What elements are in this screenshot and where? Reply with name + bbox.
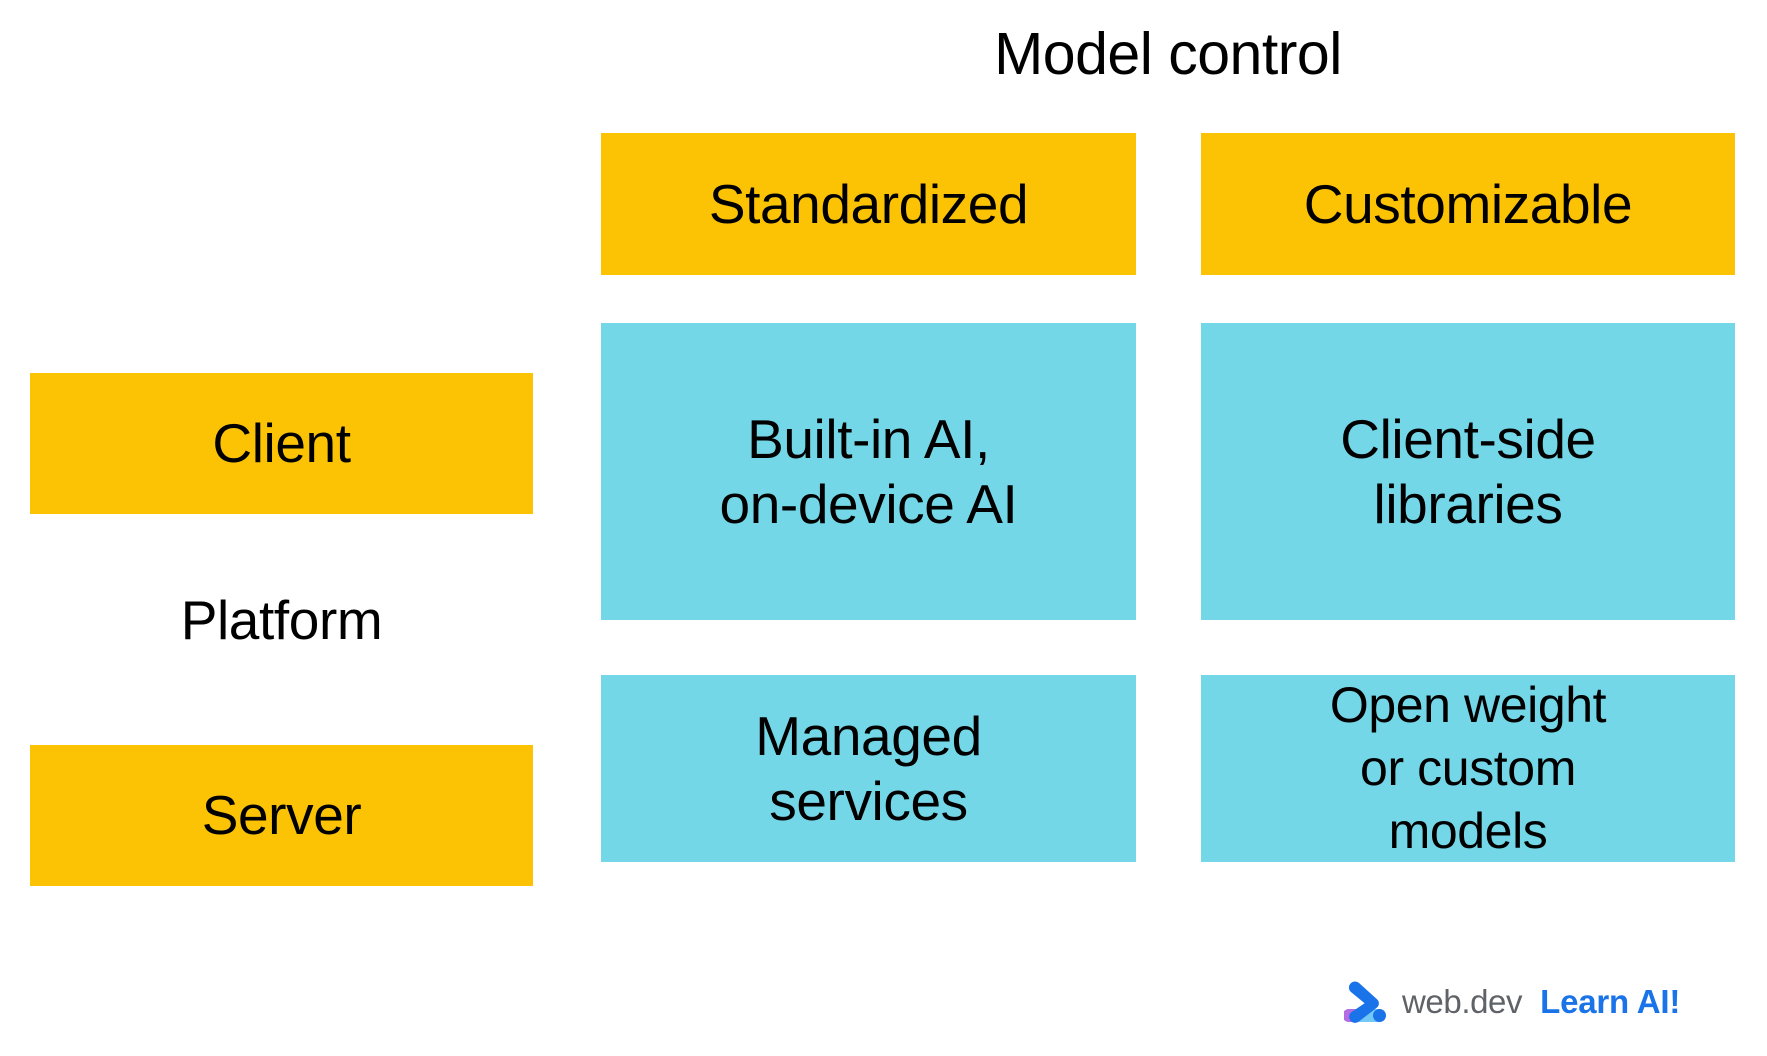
cell-text: Built-in AI,on-device AI [719,407,1018,535]
column-header-label: Standardized [708,172,1029,235]
brand-name: web.dev [1402,983,1523,1020]
webdev-logo-icon [1344,981,1386,1023]
axis-label-platform: Platform [180,589,383,651]
row-header-label: Client [212,412,351,475]
row-header-client: Client [30,373,533,514]
row-header-label: Server [201,784,362,847]
footer-branding[interactable]: web.dev Learn AI! [1344,978,1680,1026]
row-header-server: Server [30,745,533,886]
column-header-label: Customizable [1303,172,1633,235]
column-header-standardized: Standardized [601,133,1136,275]
brand-tagline: Learn AI! [1540,983,1681,1020]
cell-client-standardized: Built-in AI,on-device AI [601,323,1136,620]
column-header-customizable: Customizable [1201,133,1735,275]
page-title: Model control [994,21,1342,87]
